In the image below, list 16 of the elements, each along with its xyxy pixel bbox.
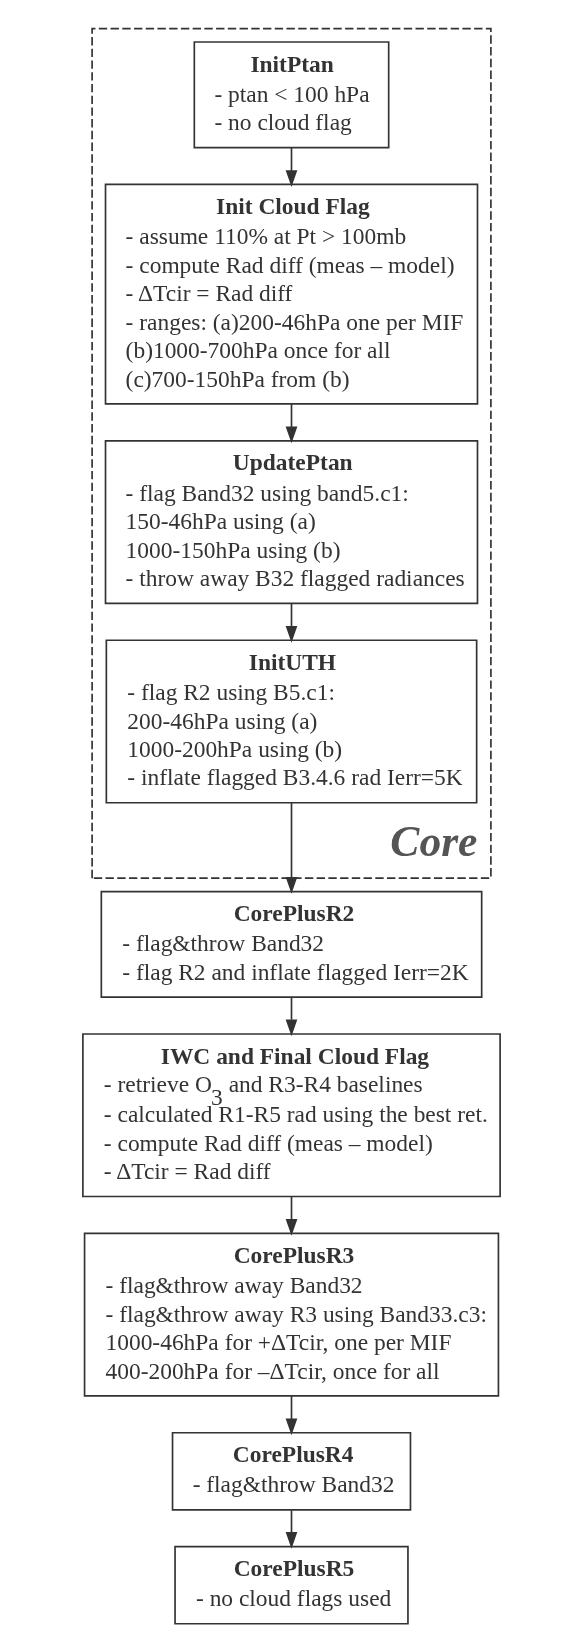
arrow [285,996,297,1037]
node-box: CorePlusR3 - flag&throw away Band32 - flag&throw away R3 using Band33.c3: 1000-46hPa for +ΔTcir, one per MIF 400-200hPa for –ΔTcir, once for all [83,1232,499,1397]
node-box: UpdatePtan - flag Band32 using band5.c1: 150-46hPa using (a) 1000-150hPa using (b) - throw away B32 flagged radiances [104,440,478,605]
arrow [285,602,297,643]
node-box: CorePlusR4 - flag&throw Band32 [171,1431,411,1511]
arrow [285,147,297,187]
arrow [285,403,297,444]
arrow [285,1395,297,1436]
arrow [285,1195,297,1236]
node-box: InitUTH - flag R2 using B5.c1: 200-46hPa using (a) 1000-200hPa using (b) - inflate flagged B3.4.6 rad Ierr=5K [105,639,477,804]
arrow [285,802,297,894]
node-box: Init Cloud Flag - assume 110% at Pt > 100mb - compute Rad diff (meas – model) - ΔTcir = Rad diff - ranges: (a)200-46hPa one per MIF (b)1000-700hPa once for all (c)700-150hPa from (b) [104,183,478,405]
arrow [285,1509,297,1549]
node-box: InitPtan - ptan < 100 hPa - no cloud flag [193,41,389,149]
node-box: CorePlusR5 - no cloud flags used [173,1545,409,1625]
node-box: CorePlusR2 - flag&throw Band32 - flag R2 and inflate flagged Ierr=2K [99,890,482,998]
